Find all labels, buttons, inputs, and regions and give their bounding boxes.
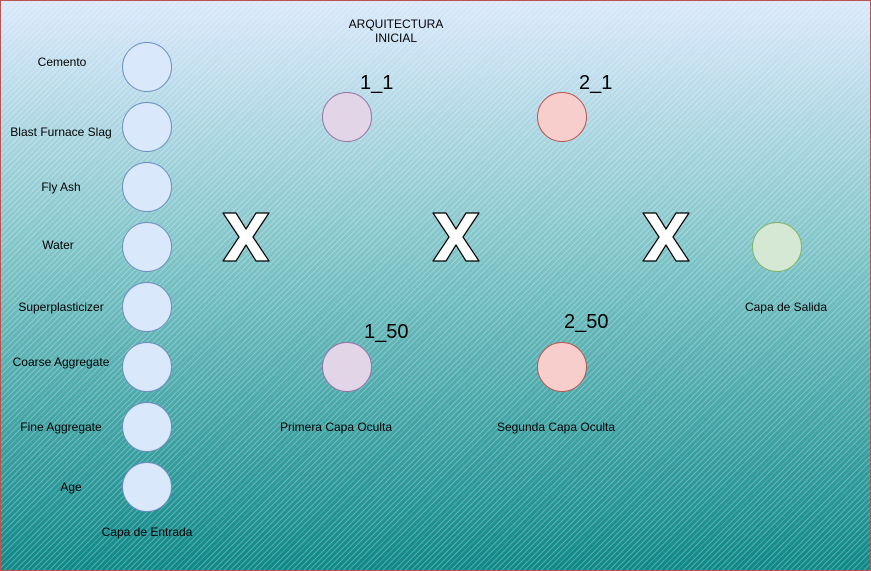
input-node: [122, 42, 172, 92]
diagram-title: ARQUITECTURA INICIAL: [349, 17, 444, 45]
input-layer-label: Capa de Entrada: [101, 525, 193, 539]
input-feature-label: Coarse Aggregate: [12, 355, 110, 369]
input-node: [122, 162, 172, 212]
x-cross-icon: [222, 212, 270, 262]
input-feature-label: Cemento: [37, 55, 87, 69]
hidden1-node: [322, 342, 372, 392]
input-feature-label: Superplasticizer: [18, 300, 104, 314]
output-node: [752, 222, 802, 272]
diagram-title-line1: ARQUITECTURA: [348, 17, 444, 31]
hidden1-top-node-label: 1_1: [360, 72, 394, 94]
diagram-title-line2: INICIAL: [374, 31, 418, 45]
hidden2-bottom-node-label: 2_50: [564, 311, 609, 333]
hidden1-bottom-node-label: 1_50: [364, 321, 409, 343]
input-node: [122, 102, 172, 152]
input-node: [122, 462, 172, 512]
hidden1-node: [322, 92, 372, 142]
hidden2-node: [537, 92, 587, 142]
hidden2-node: [537, 342, 587, 392]
input-feature-label: Water: [42, 238, 74, 252]
input-feature-label: Fly Ash: [41, 180, 81, 194]
x-cross-icon: [642, 212, 690, 262]
input-feature-label: Fine Aggregate: [20, 420, 102, 434]
output-layer-label: Capa de Salida: [744, 300, 828, 314]
input-feature-label: Age: [60, 480, 82, 494]
hidden2-top-node-label: 2_1: [579, 72, 613, 94]
hidden2-layer-label: Segunda Capa Oculta: [496, 420, 616, 434]
input-node: [122, 342, 172, 392]
x-cross-icon: [432, 212, 480, 262]
input-feature-label: Blast Furnace Slag: [10, 125, 112, 139]
input-node: [122, 282, 172, 332]
input-node: [122, 402, 172, 452]
hidden1-layer-label: Primera Capa Oculta: [279, 420, 393, 434]
input-node: [122, 222, 172, 272]
